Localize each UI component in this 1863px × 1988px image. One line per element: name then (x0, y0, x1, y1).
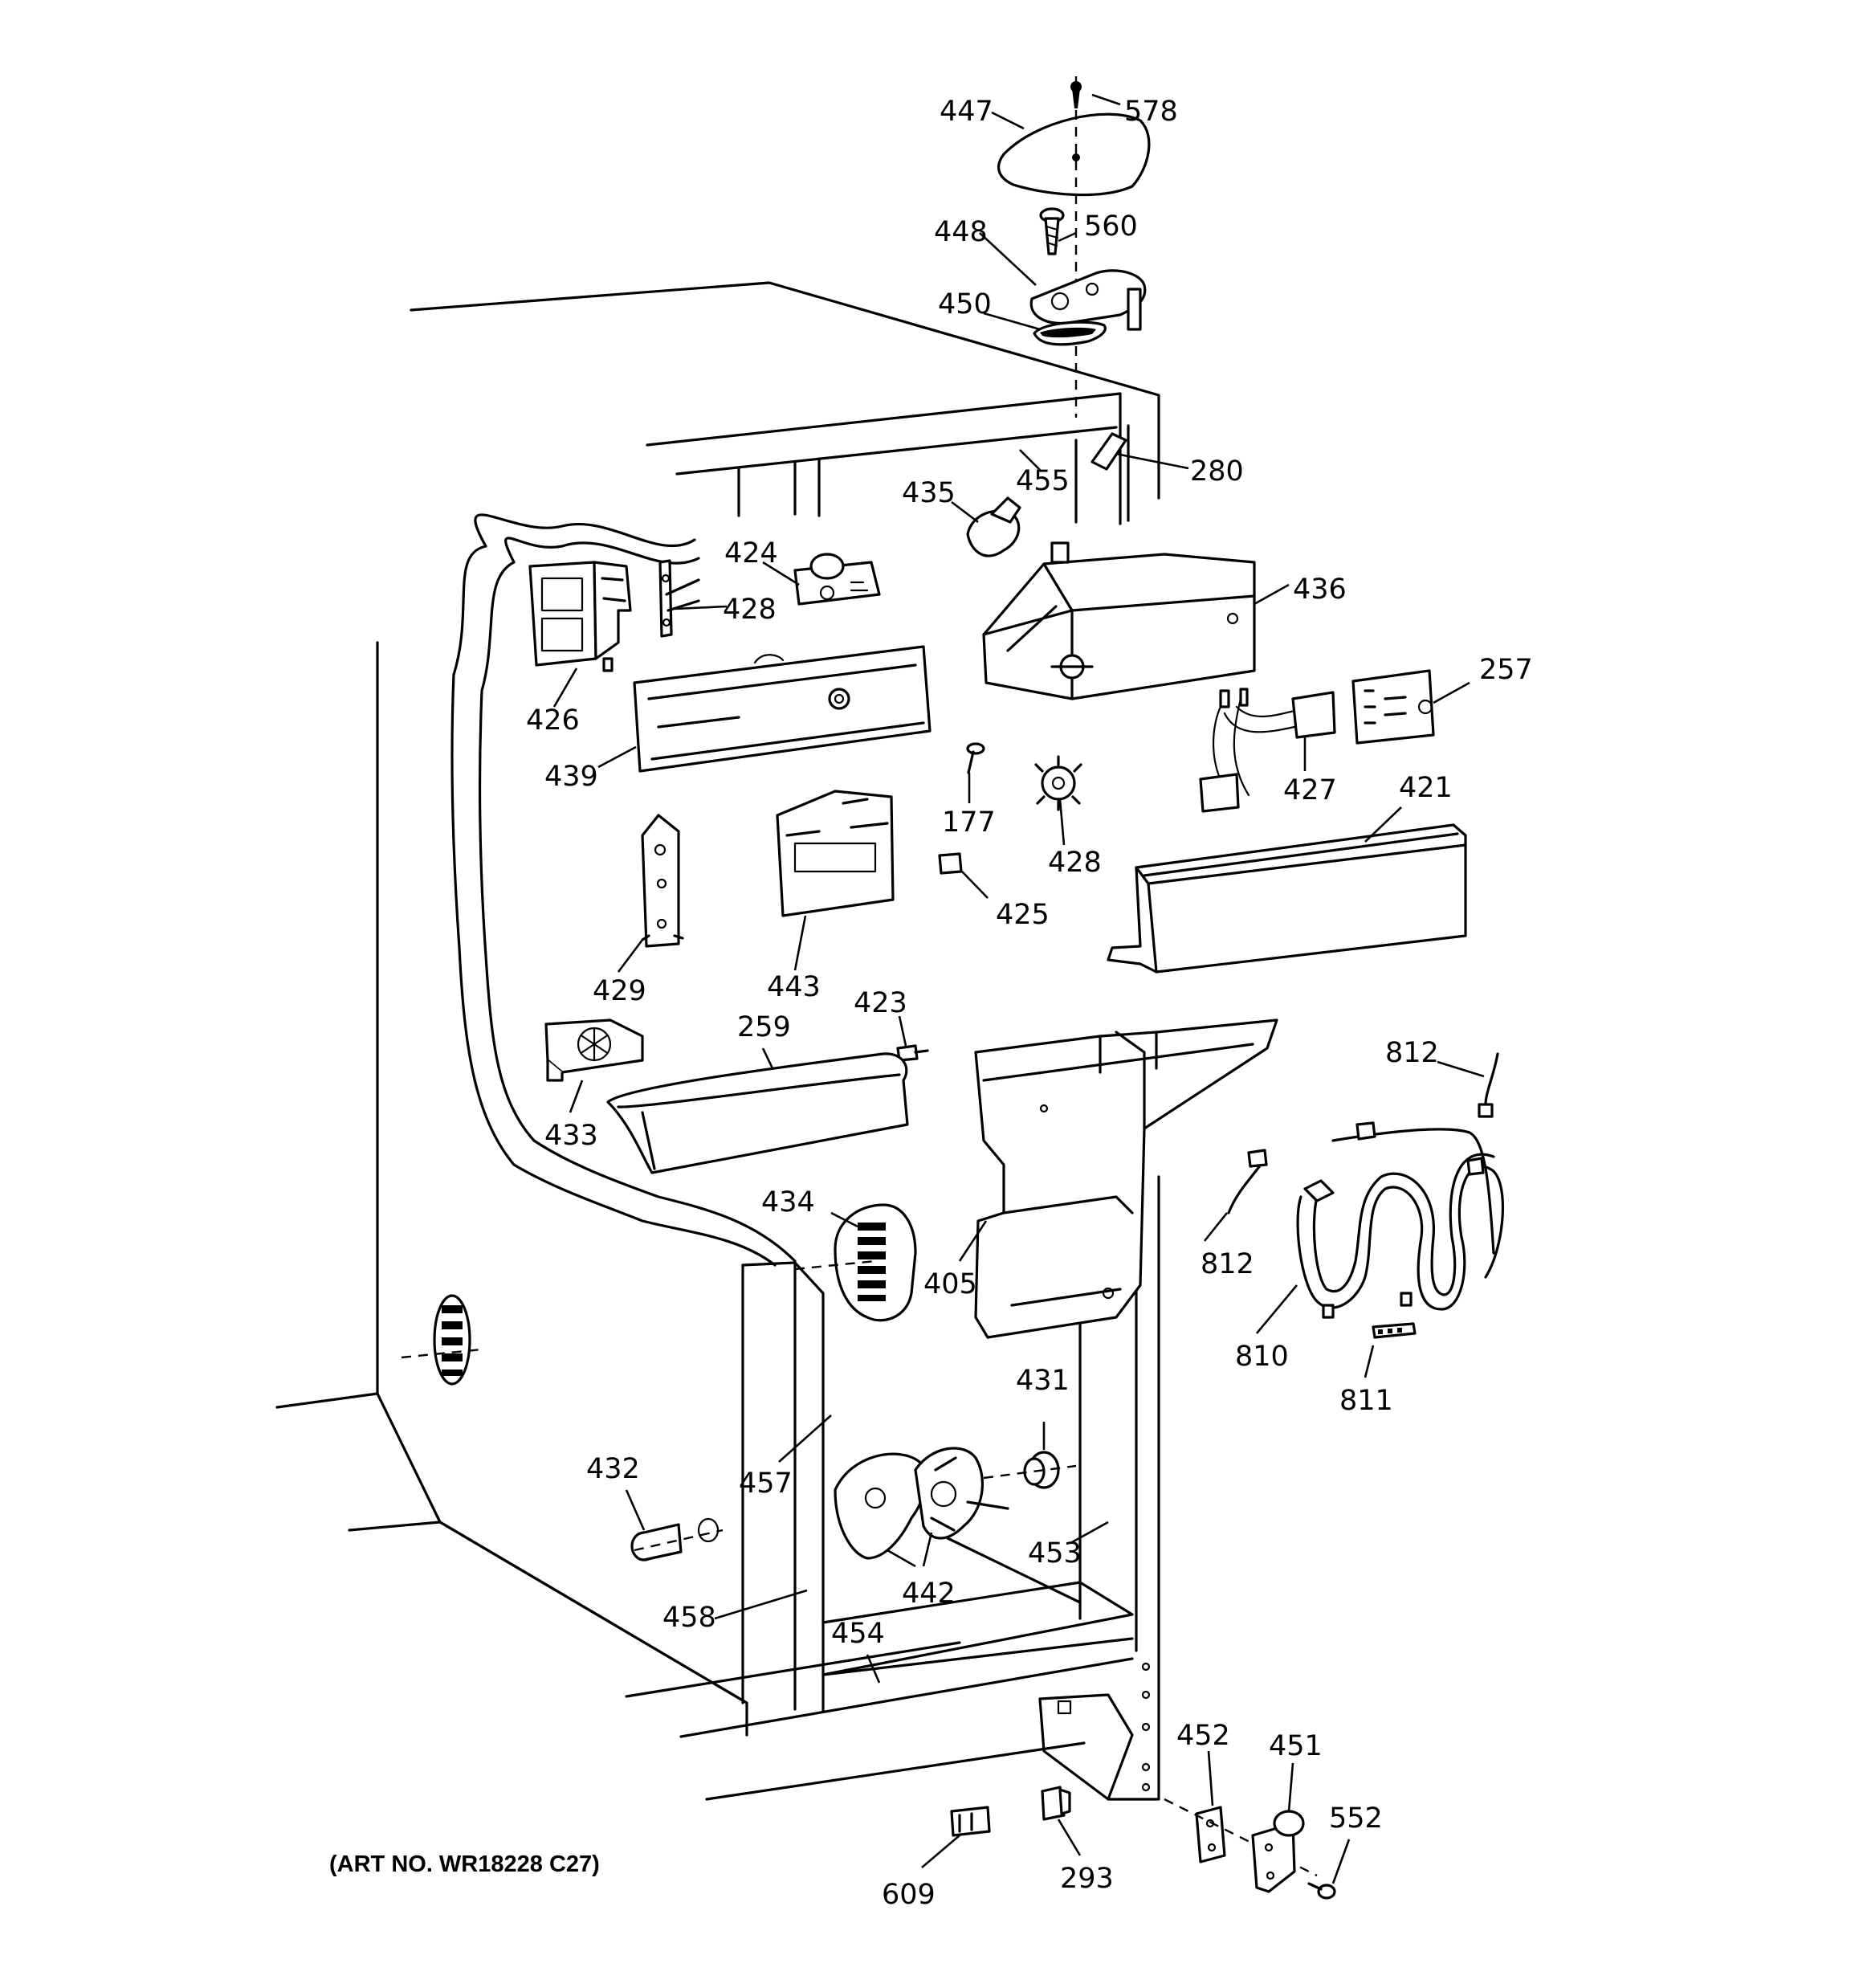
callout-259: 259 (737, 1011, 791, 1043)
callout-552: 552 (1329, 1802, 1383, 1835)
part-812-tube-a (1478, 1052, 1499, 1118)
leader-lines (552, 93, 1485, 1884)
part-447-cover (997, 76, 1151, 418)
callout-429: 429 (593, 975, 646, 1007)
side-grille (401, 1294, 483, 1386)
callout-434: 434 (761, 1186, 815, 1219)
callout-426: 426 (526, 704, 580, 737)
part-280-part (1090, 432, 1127, 471)
part-257-timer (1351, 669, 1435, 745)
part-423-part (896, 1044, 929, 1062)
callout-177: 177 (942, 806, 996, 839)
callout-442: 442 (902, 1578, 956, 1610)
part-424-switch (793, 553, 881, 606)
part-427-harness (1199, 688, 1336, 813)
callout-433: 433 (544, 1120, 598, 1152)
callout-448: 448 (934, 216, 988, 248)
callout-labels: 578 447 448 560 450 280 455 435 424 428 … (526, 96, 1533, 1911)
part-560-screw (1039, 207, 1065, 255)
callout-578: 578 (1124, 96, 1178, 128)
part-609-block (950, 1806, 991, 1837)
part-425-block (938, 852, 963, 875)
callout-560: 560 (1084, 210, 1138, 243)
part-429-bracket (641, 814, 684, 948)
callout-439: 439 (544, 761, 598, 793)
callout-609: 609 (882, 1879, 936, 1911)
cutaway-boundary (450, 513, 797, 1267)
callout-811: 811 (1339, 1385, 1393, 1417)
part-451-hinge (1251, 1810, 1305, 1893)
callout-425: 425 (996, 899, 1050, 931)
callout-436: 436 (1293, 574, 1347, 606)
part-442-damper (834, 1447, 1009, 1560)
part-448-hinge (1029, 269, 1147, 331)
callout-443: 443 (767, 971, 821, 1003)
callout-455: 455 (1016, 465, 1070, 497)
callout-453: 453 (1028, 1537, 1082, 1570)
part-435-part (966, 496, 1021, 557)
part-433-fan (544, 1018, 644, 1082)
part-428-clip (658, 559, 700, 638)
part-443-bracket (776, 790, 895, 917)
callout-435: 435 (902, 477, 956, 509)
part-436-housing (982, 541, 1256, 700)
part-177-screw (966, 742, 985, 774)
callout-431: 431 (1016, 1365, 1070, 1397)
callout-458: 458 (662, 1602, 716, 1634)
callout-457: 457 (739, 1468, 793, 1500)
callout-428-lower: 428 (1048, 847, 1102, 879)
art-number-caption: (ART NO. WR18228 C27) (329, 1851, 600, 1877)
callout-421: 421 (1399, 772, 1453, 804)
callout-432: 432 (586, 1453, 640, 1485)
part-811-clip (1372, 1322, 1417, 1339)
callout-454: 454 (831, 1618, 885, 1650)
part-293-clip (1041, 1786, 1071, 1821)
part-431-bearing (983, 1451, 1077, 1489)
callout-810: 810 (1235, 1341, 1289, 1373)
part-439-rail (633, 645, 932, 773)
callout-428-upper: 428 (723, 594, 777, 626)
part-421-duct (1107, 823, 1467, 974)
part-810-heater (1296, 1121, 1505, 1319)
callout-427: 427 (1283, 774, 1337, 806)
callout-405: 405 (923, 1268, 977, 1300)
part-428-gear (1034, 755, 1082, 811)
part-426-bracket (528, 561, 632, 672)
part-405-duct (974, 1018, 1278, 1339)
part-552-screw (1307, 1882, 1336, 1900)
callout-280: 280 (1190, 455, 1244, 488)
part-432-bushing (630, 1517, 724, 1561)
callout-423: 423 (854, 987, 907, 1019)
callout-452: 452 (1176, 1720, 1230, 1752)
callout-450: 450 (938, 288, 992, 320)
callout-447: 447 (940, 96, 993, 128)
callout-812-lower: 812 (1201, 1248, 1254, 1280)
callout-293: 293 (1060, 1863, 1114, 1895)
callout-257: 257 (1479, 654, 1533, 686)
part-578-screw (1070, 81, 1082, 108)
cabinet-frame (275, 281, 1160, 1801)
part-434-grille (794, 1203, 917, 1322)
callout-424: 424 (724, 537, 778, 569)
part-812-tube-b (1227, 1149, 1268, 1214)
part-259-cover (606, 1052, 909, 1174)
part-450-shim (1033, 320, 1107, 346)
callout-451: 451 (1269, 1730, 1323, 1762)
callout-812-upper: 812 (1385, 1037, 1439, 1069)
